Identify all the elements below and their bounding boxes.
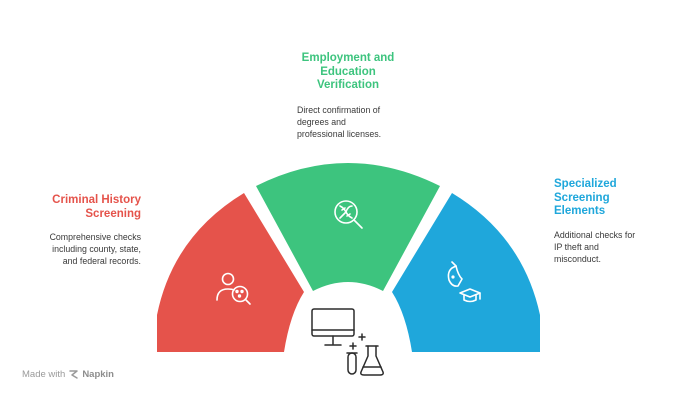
specialized-screening-title: Specialized Screening Elements xyxy=(554,178,617,217)
made-with-napkin-footer: Made with Napkin xyxy=(22,369,114,380)
employment-verification-segment xyxy=(256,163,440,291)
napkin-logo-icon xyxy=(69,370,79,379)
computer-lab-icon xyxy=(311,308,384,376)
specialized-screening-segment xyxy=(392,193,540,352)
footer-brand: Napkin xyxy=(82,369,114,380)
employment-verification-title: Employment and Education Verification xyxy=(301,52,395,91)
criminal-history-description: Comprehensive checks including county, s… xyxy=(49,232,141,266)
dog-graduation-icon xyxy=(447,261,481,303)
specialized-screening-description: Additional checks for IP theft and misco… xyxy=(554,230,636,264)
criminal-history-segment xyxy=(157,193,304,352)
criminal-history-title: Criminal History Screening xyxy=(52,194,141,220)
employment-verification-description: Direct confirmation of degrees and profe… xyxy=(297,105,382,139)
person-search-icon xyxy=(216,272,251,305)
footer-prefix: Made with xyxy=(22,369,66,380)
dna-search-icon xyxy=(334,200,363,229)
